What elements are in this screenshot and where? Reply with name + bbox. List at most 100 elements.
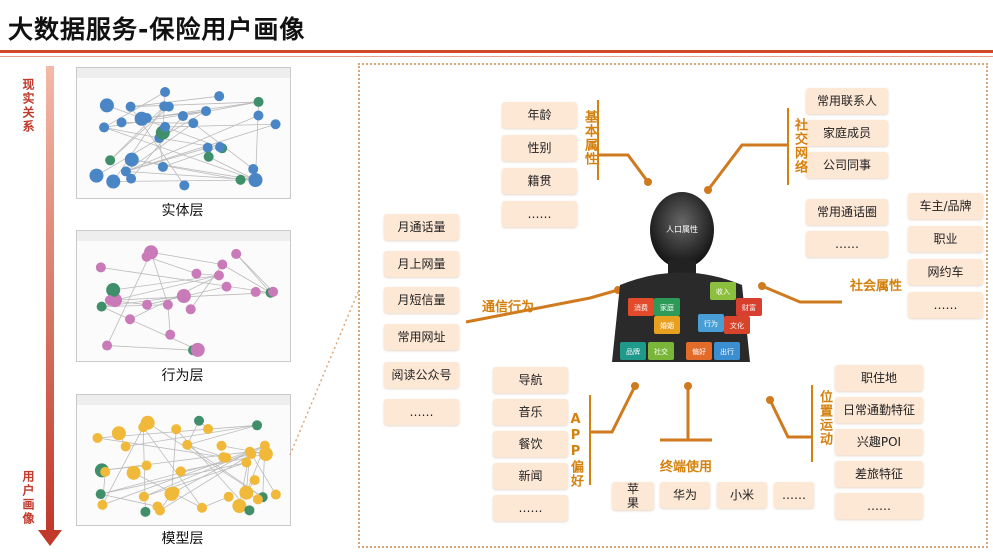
- comm-label: 通信行为: [482, 300, 535, 315]
- title-divider-thin: [0, 56, 993, 57]
- graph-node: [175, 466, 186, 477]
- graph-node: [120, 166, 131, 177]
- puzzle-tile-shape: [736, 298, 762, 316]
- model-layer-caption: 模型层: [161, 531, 204, 547]
- graph-node: [248, 172, 263, 187]
- graph-node: [104, 295, 115, 306]
- graph-node: [164, 486, 179, 501]
- puzzle-tile-label: 财富: [742, 303, 756, 312]
- graph-node: [214, 91, 225, 102]
- graph-node: [124, 152, 139, 167]
- terminal-item: 苹果: [612, 482, 654, 510]
- puzzle-tile-label: 收入: [716, 287, 730, 296]
- graph-node: [185, 304, 196, 315]
- graph-node: [160, 87, 171, 98]
- graph-node: [140, 506, 151, 517]
- graph-node: [138, 422, 149, 433]
- graph-node: [201, 106, 212, 117]
- app-item: 音乐: [493, 399, 568, 425]
- graph-node: [203, 423, 214, 434]
- graph-node: [249, 475, 260, 486]
- puzzle-tile-shape: [714, 342, 740, 360]
- location-item: 职住地: [835, 365, 923, 391]
- graph-node: [235, 174, 246, 185]
- terminal-item: 华为: [660, 482, 710, 508]
- puzzle-tile-shape: [648, 342, 674, 360]
- graph-node: [231, 248, 242, 259]
- graph-node: [252, 494, 263, 505]
- social_net-label: 社交网络: [792, 118, 807, 174]
- graph-node: [250, 286, 261, 297]
- comm-item: 月通话量: [384, 214, 459, 240]
- puzzle-tile-label: 品牌: [626, 347, 640, 356]
- graph-node: [246, 449, 257, 460]
- head-label: 人口属性: [666, 225, 698, 234]
- behavior-graph-icon: [77, 231, 290, 357]
- puzzle-tile: 出行: [714, 342, 740, 360]
- puzzle-tile: 文化: [724, 316, 750, 334]
- social_attr-item: 车主/品牌: [908, 193, 983, 219]
- location-item: 差旅特征: [835, 461, 923, 487]
- comm-item: 月短信量: [384, 287, 459, 313]
- app-label: APP偏好: [568, 412, 583, 488]
- basic-item: 籍贯: [502, 168, 577, 194]
- comm-item: 月上网量: [384, 251, 459, 277]
- graph-node: [190, 342, 205, 357]
- graph-node: [182, 439, 193, 450]
- graph-node: [138, 491, 149, 502]
- model-graph-icon: [77, 395, 290, 517]
- location-item: 兴趣POI: [835, 429, 923, 455]
- graph-node: [232, 498, 247, 513]
- graph-node: [126, 173, 137, 184]
- graph-node: [141, 460, 152, 471]
- graph-node: [126, 465, 141, 480]
- graph-node: [163, 101, 174, 112]
- graph-node: [162, 299, 173, 310]
- graph-node: [125, 101, 136, 112]
- location-item: 日常通勤特征: [835, 397, 923, 423]
- basic-item: 性别: [502, 135, 577, 161]
- graph-node: [120, 441, 131, 452]
- basic-item: 年龄: [502, 102, 577, 128]
- location-label: 位置运动: [817, 390, 832, 446]
- social_net-item: 常用通话圈: [806, 199, 888, 225]
- graph-node: [215, 142, 226, 153]
- terminal-item: 小米: [717, 482, 767, 508]
- puzzle-tile: 社交: [648, 342, 674, 360]
- graph-node: [141, 251, 152, 262]
- graph-node: [96, 301, 107, 312]
- puzzle-tile-shape: [698, 314, 724, 332]
- graph-node: [191, 268, 202, 279]
- graph-node: [134, 111, 149, 126]
- entity-layer-thumbnail: [76, 67, 291, 199]
- graph-node: [258, 446, 273, 461]
- graph-node: [194, 415, 205, 426]
- graph-node: [125, 314, 136, 325]
- terminal-item: ……: [774, 482, 814, 508]
- layer-arrow-shaft: [46, 66, 54, 531]
- puzzle-tile-shape: [654, 298, 680, 316]
- graph-node: [99, 98, 114, 113]
- graph-node: [106, 283, 121, 298]
- graph-node: [241, 457, 252, 468]
- app-item: 新闻: [493, 463, 568, 489]
- layer-arrow-head: [38, 530, 62, 546]
- graph-node: [197, 502, 208, 513]
- social_attr-label: 社会属性: [850, 279, 903, 294]
- behavior-layer-caption: 行为层: [161, 368, 204, 384]
- app-item: 导航: [493, 367, 568, 393]
- title-divider: [0, 50, 993, 53]
- graph-node: [177, 111, 188, 122]
- graph-node: [179, 180, 190, 191]
- graph-node: [213, 270, 224, 281]
- arrow-bottom-label: 用户画像: [21, 470, 35, 526]
- puzzle-tile: 家庭: [654, 298, 680, 316]
- person-figure-icon: 收入消费家庭婚姻行为文化品牌社交偏好出行财富: [612, 192, 762, 362]
- puzzle-tile-label: 行为: [704, 319, 718, 328]
- graph-node: [97, 499, 108, 510]
- graph-node: [171, 424, 182, 435]
- entity-graph-icon: [77, 68, 290, 191]
- app-item: ……: [493, 495, 568, 521]
- puzzle-tile-label: 消费: [634, 303, 648, 312]
- social_attr-item: ……: [908, 292, 983, 318]
